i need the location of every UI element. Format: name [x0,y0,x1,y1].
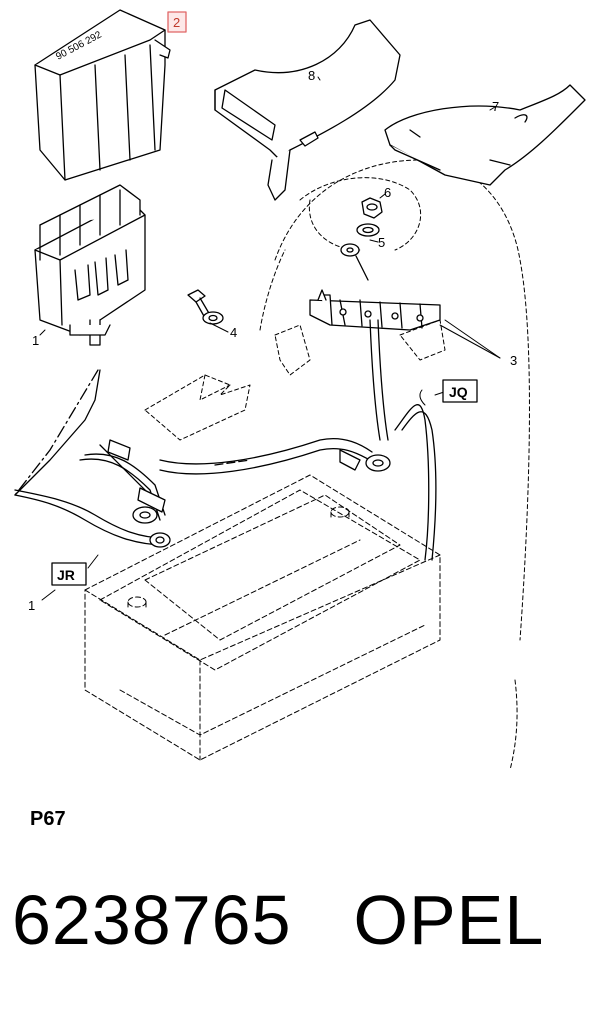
part-number: 6238765 [12,881,292,959]
battery-outline [84,474,441,761]
part-5-washer [356,223,380,237]
part-7-cover [384,84,586,186]
callout-8: 8 [308,68,315,83]
callout-2: 2 [173,15,180,30]
part-6-nut [361,197,383,219]
brand-name: OPEL [353,881,545,959]
label-2-box [167,11,187,33]
footer-caption: 6238765 OPEL [12,880,544,960]
part-4-bolt [187,289,224,325]
part-1-fuse-holder [34,184,146,346]
callout-1-top: 1 [32,333,39,348]
label-jr-box [51,562,87,586]
label-jq: JQ [449,384,468,400]
parts-diagram: 90 506 292 [14,9,586,771]
callout-1-bottom: 1 [28,598,35,613]
leader-part-1 [14,369,99,496]
callout-6: 6 [384,185,391,200]
page-code: P67 [30,808,66,830]
part-8-cover [214,19,401,201]
callout-4: 4 [230,325,237,340]
label-jr: JR [57,567,75,583]
ring-terminal [340,243,369,281]
engine-bay-outline [259,159,530,771]
part-2-cover [34,9,171,181]
label-jq-box [442,379,478,403]
callout-7: 7 [492,99,499,114]
callout-3: 3 [510,353,517,368]
part-3-terminal-strip [309,289,441,331]
bracket-outline [144,319,446,441]
callout-5: 5 [378,235,385,250]
main-cable [369,319,437,561]
battery-cable [14,369,391,548]
